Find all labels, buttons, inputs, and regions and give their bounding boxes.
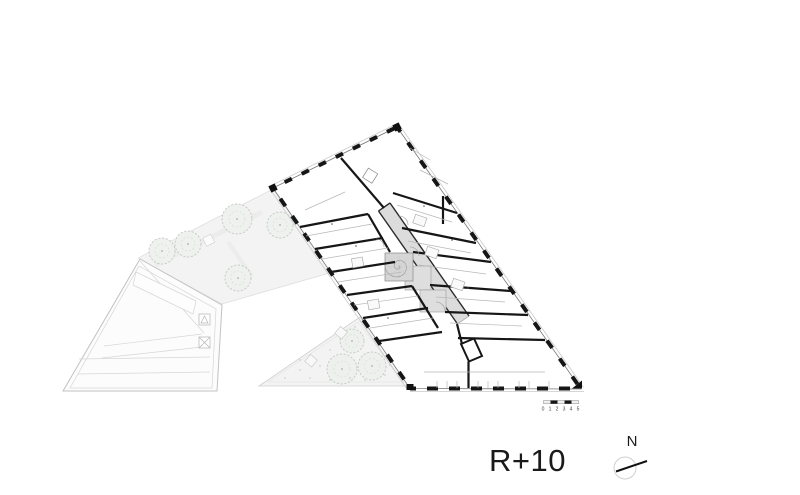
door-swings bbox=[375, 215, 446, 312]
tree-symbol bbox=[174, 230, 202, 258]
scale-label: 0 bbox=[542, 407, 545, 413]
floor-label: R+10 bbox=[489, 443, 566, 478]
skylight-symbol bbox=[198, 313, 211, 326]
bottom-garden-triangle bbox=[257, 316, 413, 387]
site-context bbox=[62, 188, 413, 392]
scale-label: 2 bbox=[556, 407, 559, 413]
skylight-symbol bbox=[198, 336, 211, 349]
scale-label: 5 bbox=[577, 407, 580, 413]
exit-vestibule bbox=[459, 337, 484, 388]
spiral-stair-symbol bbox=[384, 252, 414, 282]
tree-symbol bbox=[221, 203, 253, 235]
tree-symbol bbox=[266, 211, 294, 239]
planter-symbol bbox=[304, 353, 318, 368]
north-arrow-icon: N bbox=[613, 433, 648, 480]
facade-walls bbox=[271, 125, 583, 391]
corner-triangle bbox=[572, 380, 582, 389]
interior-party-walls bbox=[299, 157, 546, 345]
left-building bbox=[62, 258, 223, 392]
interior-partitions bbox=[304, 147, 550, 388]
corridor bbox=[377, 202, 470, 325]
scale-label: 4 bbox=[570, 407, 573, 413]
north-label: N bbox=[627, 433, 638, 450]
tree-symbol bbox=[357, 351, 387, 381]
fixture-boxes bbox=[350, 167, 466, 311]
tree-symbol bbox=[224, 264, 252, 292]
furniture-specks bbox=[331, 205, 469, 319]
planter-symbol bbox=[334, 325, 348, 340]
tree-symbol bbox=[326, 353, 358, 385]
main-building-plan bbox=[268, 122, 584, 392]
facade-offset-lines bbox=[270, 123, 584, 392]
tree-symbol bbox=[339, 328, 365, 354]
scale-label: 1 bbox=[549, 407, 552, 413]
scale-bar: 0 1 2 3 4 5 bbox=[542, 400, 580, 413]
tree-symbol bbox=[148, 237, 176, 265]
corner-marks bbox=[268, 122, 582, 390]
garden-band-trees bbox=[148, 203, 294, 292]
scale-label: 3 bbox=[563, 407, 566, 413]
